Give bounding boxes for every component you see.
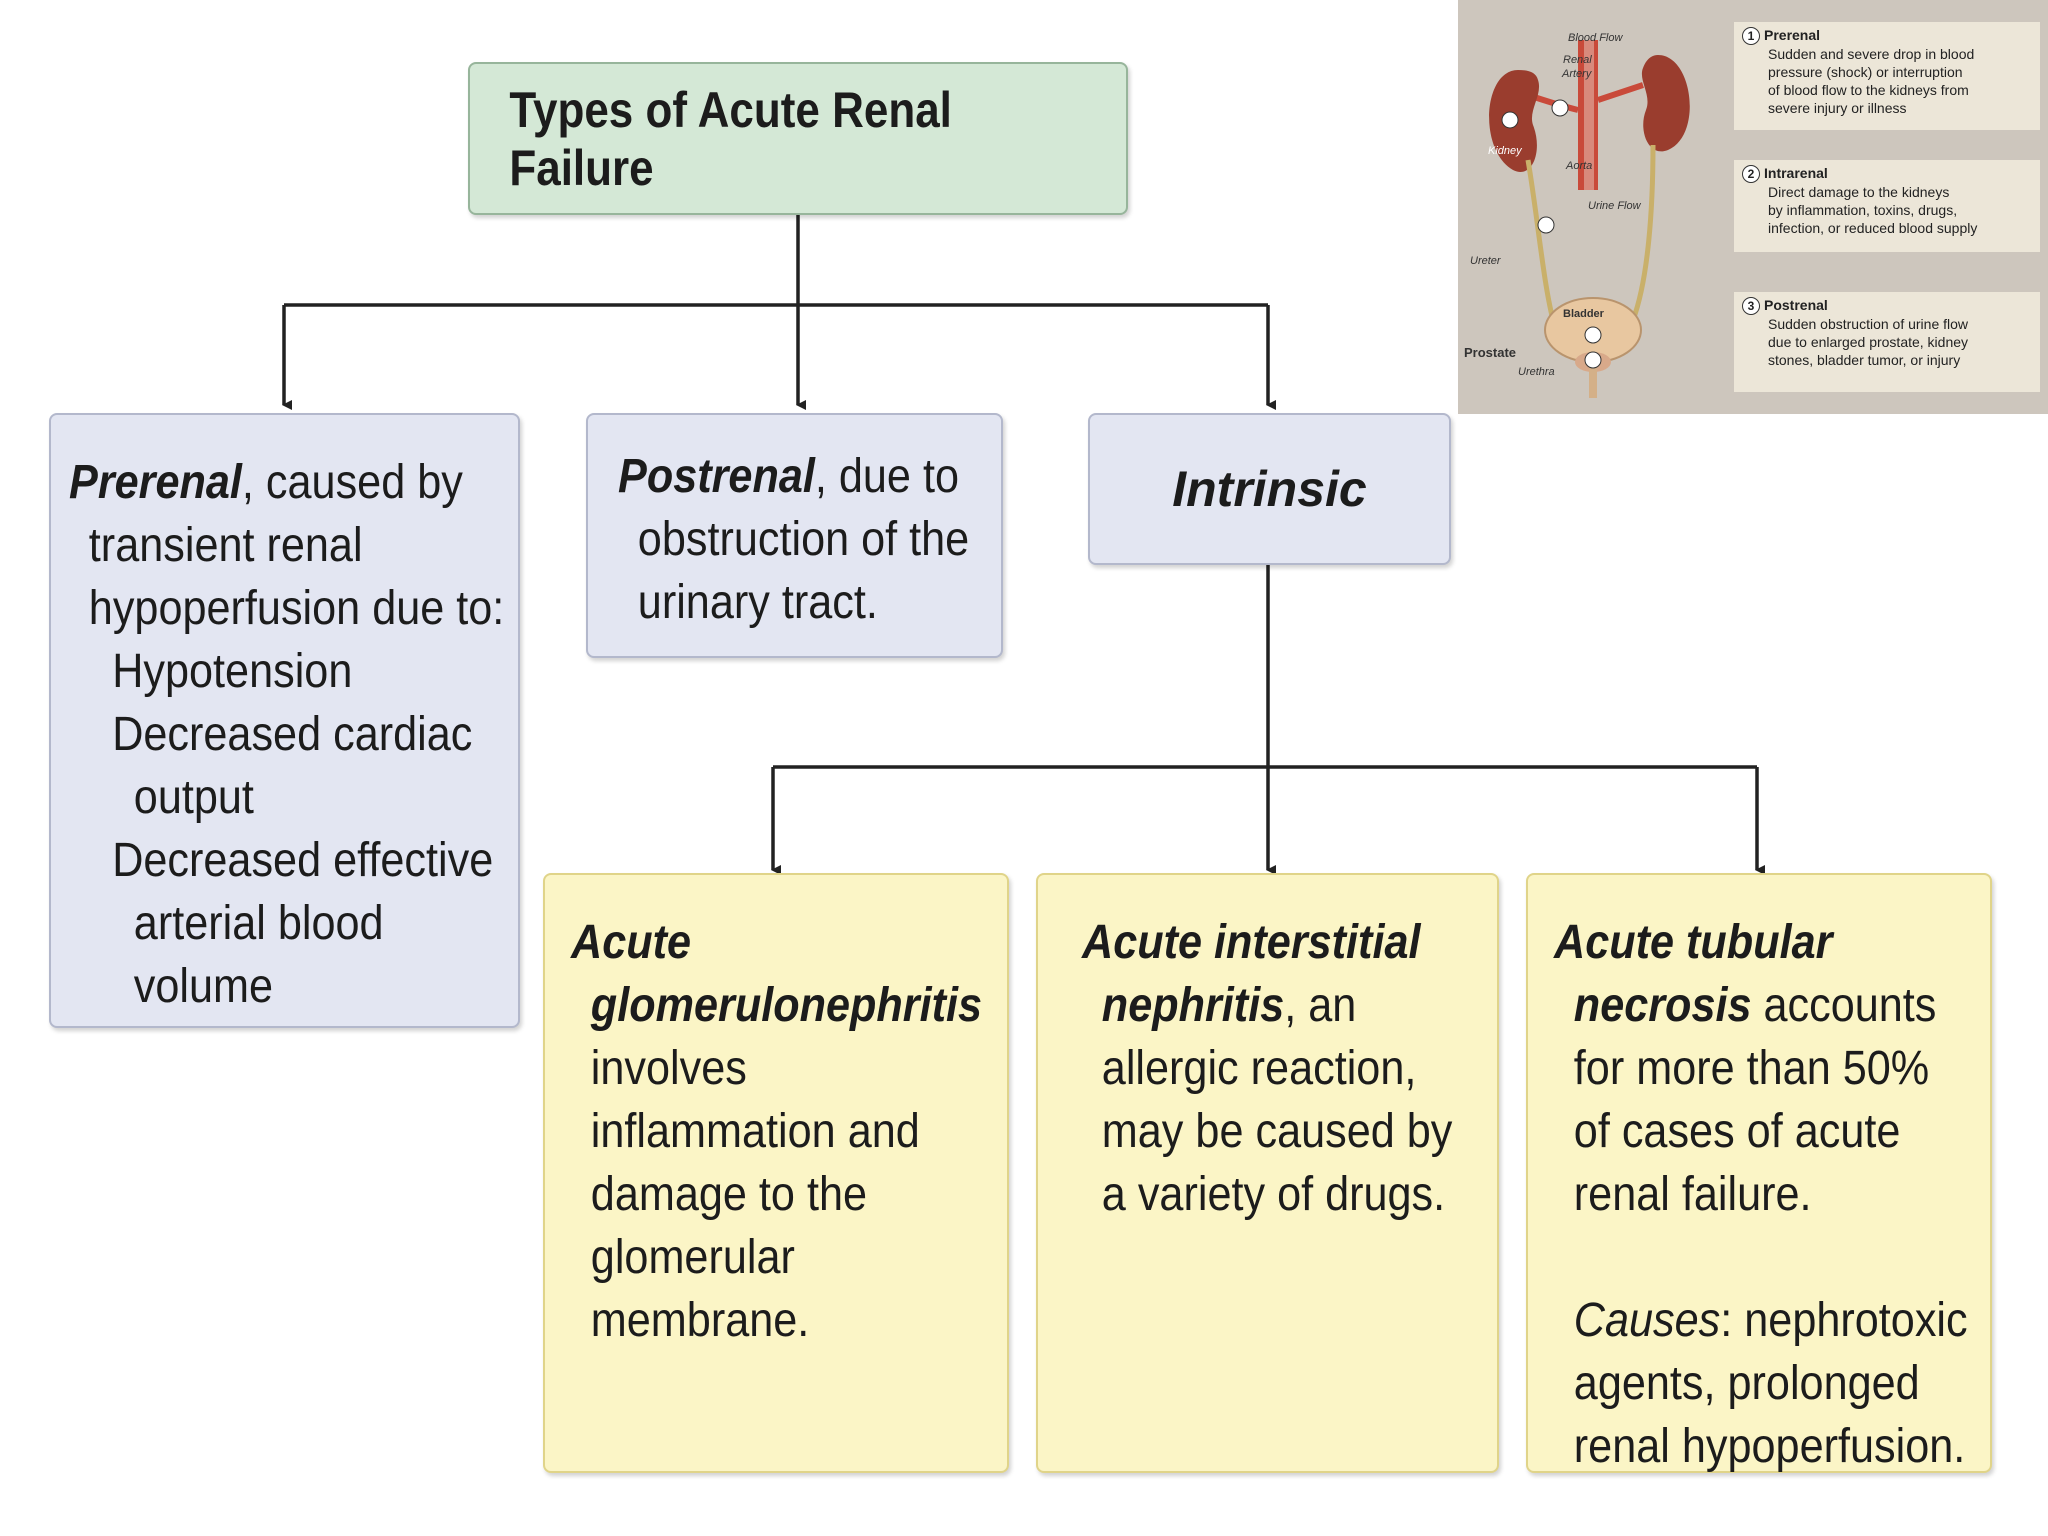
inset-label-blood-flow: Blood Flow [1568, 32, 1623, 44]
glomerulonephritis-term: Acute [571, 916, 692, 969]
title-box: Types of Acute Renal Failure [468, 62, 1128, 215]
tubular-line: for more than 50% [1573, 1042, 1930, 1095]
inset-note-number: 1 [1742, 27, 1760, 45]
postrenal-line: obstruction of the [637, 513, 970, 566]
tubular-term: Acute tubular [1554, 916, 1833, 969]
inset-note-heading: Prerenal [1764, 27, 1821, 43]
inset-note-line: Direct damage to the kidneys [1768, 184, 1950, 200]
tubular-spacer [1554, 1226, 1946, 1289]
glomerulonephritis-line: glomerular [590, 1231, 795, 1284]
inset-note-line: stones, bladder tumor, or injury [1768, 352, 1961, 368]
inset-note-number: 2 [1742, 165, 1760, 183]
diagram-title: Types of Acute Renal Failure [509, 81, 952, 196]
urinary-system-illustration [1489, 40, 1690, 398]
prerenal-cause: arterial blood [133, 897, 384, 950]
tubular-line: of cases of acute [1573, 1105, 1901, 1158]
prerenal-line: hypoperfusion due to: [88, 582, 505, 635]
inset-label-kidney: Kidney [1488, 145, 1522, 157]
tubular-causes-line: agents, prolonged [1573, 1357, 1920, 1410]
postrenal-line: urinary tract. [637, 576, 878, 629]
prerenal-term: Prerenal [69, 456, 242, 509]
glomerulonephritis-line: inflammation and [590, 1105, 920, 1158]
inset-note-line: infection, or reduced blood supply [1768, 220, 1978, 236]
interstitial-term: nephritis [1101, 979, 1285, 1032]
inset-note-number: 3 [1742, 297, 1760, 315]
tubular-line: accounts [1751, 979, 1937, 1032]
interstitial-line: may be caused by [1101, 1105, 1453, 1158]
tubular-causes-line: renal hypoperfusion. [1573, 1420, 1966, 1473]
tubular-term: necrosis [1573, 979, 1752, 1032]
prerenal-line: , caused by [241, 456, 463, 509]
inset-note-line: Sudden obstruction of urine flow [1768, 316, 1969, 332]
tubular-causes-line: : nephrotoxic [1720, 1294, 1968, 1347]
prerenal-cause: output [133, 771, 254, 824]
glomerulonephritis-line: involves [590, 1042, 747, 1095]
inset-label-urethra: Urethra [1518, 366, 1555, 378]
interstitial-nephritis-box: Acute interstitial nephritis, an allergi… [1036, 873, 1499, 1473]
interstitial-line: a variety of drugs. [1101, 1168, 1446, 1221]
inset-label-urine-flow: Urine Flow [1588, 200, 1641, 212]
inset-note-heading: Postrenal [1764, 297, 1828, 313]
inset-label-aorta: Aorta [1566, 160, 1593, 172]
intrinsic-label: Intrinsic [1172, 461, 1367, 517]
interstitial-term: Acute interstitial [1082, 916, 1421, 969]
prerenal-box: Prerenal, caused by transient renal hypo… [49, 413, 520, 1028]
tubular-necrosis-box: Acute tubular necrosis accounts for more… [1526, 873, 1992, 1473]
interstitial-line: allergic reaction, [1101, 1042, 1417, 1095]
tubular-causes-term: Causes [1573, 1294, 1721, 1347]
inset-label-renal-artery: Artery [1562, 68, 1592, 80]
inset-note-line: pressure (shock) or interruption [1768, 64, 1963, 80]
tubular-line: renal failure. [1573, 1168, 1812, 1221]
glomerulonephritis-box: Acute glomerulonephritis involves inflam… [543, 873, 1009, 1473]
inset-label-bladder: Bladder [1563, 308, 1604, 320]
kidney-anatomy-inset: Blood Flow Renal Artery Kidney Aorta Uri… [1458, 0, 2048, 414]
prerenal-cause: Decreased effective [112, 834, 494, 887]
postrenal-line: , due to [814, 450, 959, 503]
inset-note-line: of blood flow to the kidneys from [1768, 82, 1969, 98]
intrinsic-box: Intrinsic [1088, 413, 1451, 565]
inset-note-line: due to enlarged prostate, kidney [1768, 334, 1969, 350]
inset-note-line: by inflammation, toxins, drugs, [1768, 202, 1958, 218]
inset-label-ureter: Ureter [1470, 255, 1501, 267]
inset-label-prostate: Prostate [1464, 345, 1517, 360]
inset-note-line: severe injury or illness [1768, 100, 1907, 116]
prerenal-cause: Hypotension [112, 645, 353, 698]
postrenal-term: Postrenal [618, 450, 815, 503]
inset-note-line: Sudden and severe drop in blood [1768, 46, 1975, 62]
inset-note-heading: Intrarenal [1764, 165, 1828, 181]
prerenal-cause: Decreased cardiac [112, 708, 473, 761]
prerenal-cause: volume [133, 960, 274, 1013]
right-kidney [1641, 55, 1690, 152]
glomerulonephritis-term: glomerulonephritis [590, 979, 983, 1032]
glomerulonephritis-line: damage to the [590, 1168, 868, 1221]
postrenal-box: Postrenal, due to obstruction of the uri… [586, 413, 1003, 658]
glomerulonephritis-line: membrane. [590, 1294, 810, 1347]
inset-label-renal-artery: Renal [1563, 54, 1592, 66]
interstitial-line: , an [1284, 979, 1357, 1032]
prerenal-line: transient renal [88, 519, 363, 572]
